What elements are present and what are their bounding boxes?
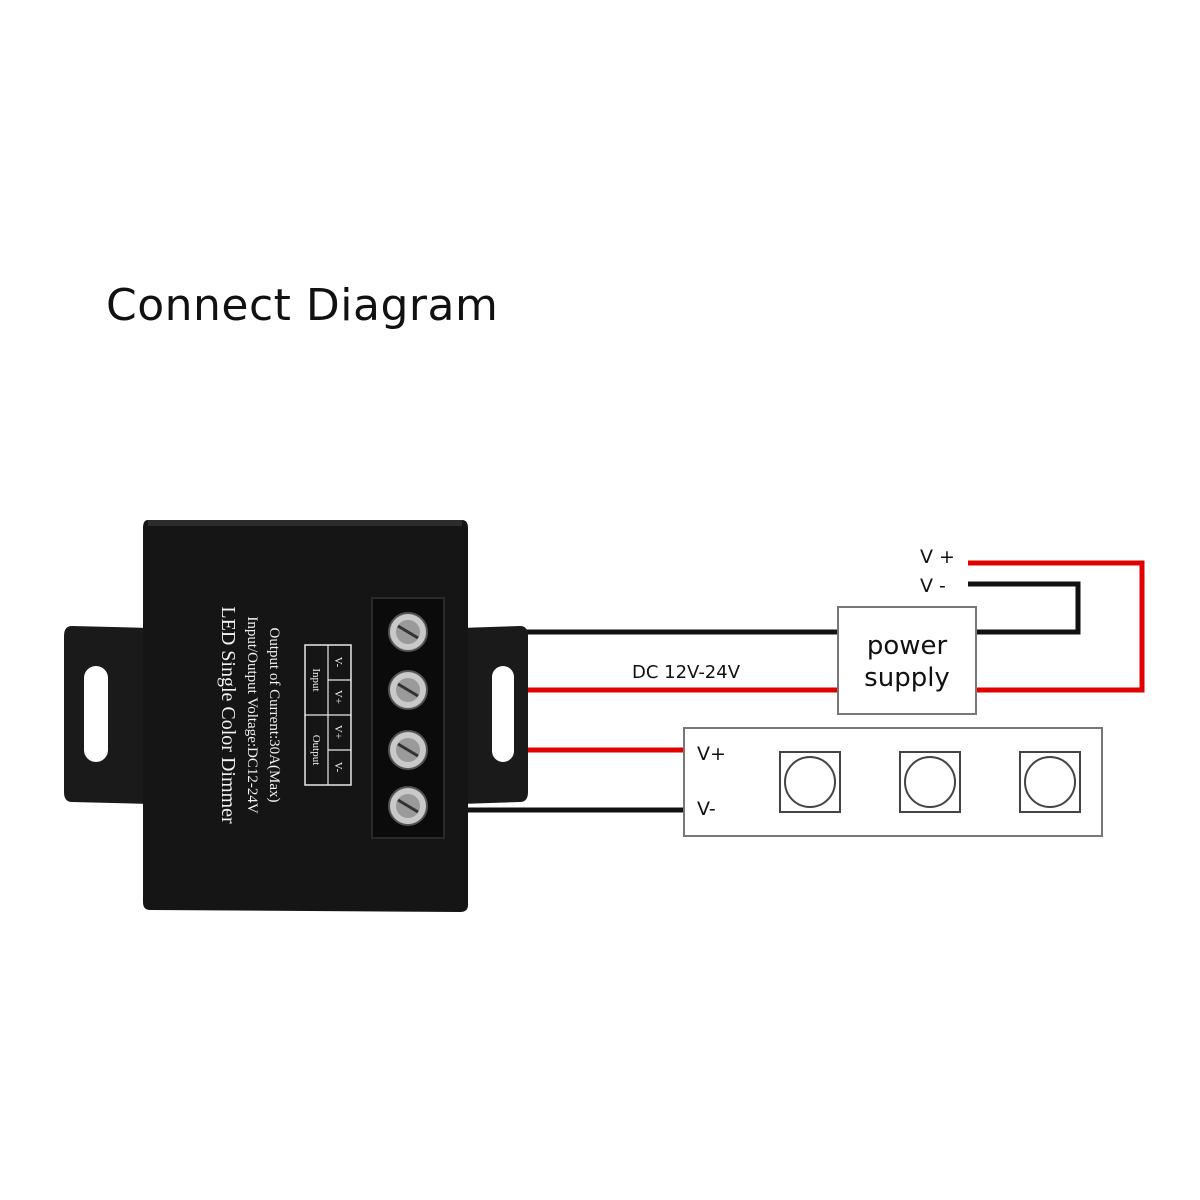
strip-negative-label: V- [697,798,716,820]
table-output-header-group: Output [310,735,322,766]
table-cell: V- [332,657,344,668]
table-input-header-group: Input [310,668,322,691]
dimmer-controller: LED Single Color Dimmer Input/Output Vol… [64,520,528,912]
dimmer-name: LED Single Color Dimmer [217,606,239,824]
dimmer-voltage-group: Input/Output Voltage:DC12-24V [244,616,260,814]
led-strip: V+ V- [683,727,1103,837]
wire-voltage-label: DC 12V-24V [632,662,741,683]
terminal-screw-icon [388,786,428,826]
dimmer-top-edge [148,520,462,526]
power-supply: power supply V + V - [837,546,977,715]
power-supply-label-line2: supply [864,663,950,693]
table-cell-group: V+ [332,690,344,704]
power-supply-label-line1: power [867,631,948,661]
wire-mains-negative [968,581,1081,635]
led-chip-icon [779,751,841,813]
terminal-screw-icon [388,670,428,710]
mains-negative-label: V - [920,575,946,597]
table-input-header: Input [310,668,322,691]
diagram-title: Connect Diagram [106,280,499,331]
table-cell-group: V- [332,657,344,668]
terminal-screw-icon [388,612,428,652]
terminal-table: Output Input V- V+ V+ V- [304,644,352,786]
mains-positive-label: V + [920,546,955,568]
table-cell-group: V+ [332,725,344,739]
mounting-slot-right [492,666,514,762]
terminal-block [371,597,445,839]
table-output-header: Output [310,735,322,766]
strip-positive-label: V+ [697,743,726,765]
power-supply-box [837,606,977,715]
mounting-slot-left [84,666,108,762]
dimmer-label-group: LED Single Color Dimmer [217,606,239,824]
table-cell-group: V- [332,762,344,773]
table-cell: V+ [332,725,344,739]
table-cell: V+ [332,690,344,704]
dimmer-current-group: Output of Current:30A(Max) [266,628,282,803]
wire-mains-positive [968,560,1145,693]
led-chip-icon [1019,751,1081,813]
led-chip-icon [899,751,961,813]
dimmer-voltage: Input/Output Voltage:DC12-24V [244,616,260,814]
dimmer-current: Output of Current:30A(Max) [266,628,282,803]
table-cell: V- [332,762,344,773]
terminal-screw-icon [388,730,428,770]
